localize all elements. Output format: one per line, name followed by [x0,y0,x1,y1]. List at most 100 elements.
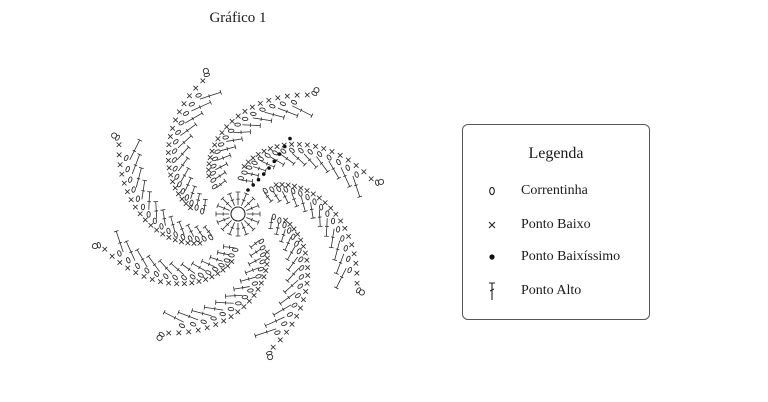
slip-stitch [277,152,282,156]
chain-stitch [319,203,324,211]
diagram-content [91,67,385,361]
double-crochet-stitch [123,240,136,261]
chain-stitch [251,160,258,166]
single-crochet-stitch [368,176,374,182]
double-crochet-stitch [241,192,249,206]
double-crochet-stitch [291,193,300,208]
double-crochet-stitch [309,202,316,219]
single-crochet-stitch [241,163,247,170]
chain-stitch [197,272,204,278]
single-crochet-stitch [235,309,241,315]
single-crochet-stitch [294,313,300,319]
double-crochet-stitch [300,196,308,213]
single-crochet-stitch [172,185,178,191]
double-crochet-stitch [328,228,335,249]
chain-stitch [214,149,221,154]
chain-stitch [235,301,242,306]
double-crochet-stitch [129,138,143,160]
single-crochet-stitch [303,288,309,295]
chain-stitch [264,153,271,158]
double-crochet-stitch [168,215,176,232]
chain-stitch [262,187,268,194]
double-crochet-stitch [285,246,296,262]
double-crochet-stitch [286,256,298,272]
double-crochet-stitch [246,217,260,225]
single-crochet-stitch [174,281,180,287]
legend-title: Legenda [528,145,584,162]
chain-stitch [153,271,159,277]
double-crochet-t-icon [481,281,503,301]
chain-stitch [343,245,348,252]
single-crochet-stitch [345,157,351,163]
chain-stitch [159,223,164,230]
legend-box: Legenda Correntinha Ponto Baixo Ponto Ba… [462,124,650,320]
double-crochet-stitch [281,191,291,205]
chain-stitch [163,273,169,280]
double-crochet-stitch [202,198,208,211]
picot-stitch [267,353,274,361]
single-crochet-stitch [337,152,343,158]
single-crochet-stitch [251,292,257,298]
double-crochet-stitch [190,261,206,272]
single-crochet-stitch [316,195,322,201]
double-crochet-stitch [334,253,345,275]
double-crochet-stitch [264,111,285,120]
single-crochet-stitch [354,270,360,276]
slip-stitch [256,177,261,182]
single-crochet-stitch [287,221,293,227]
double-crochet-stitch [180,166,191,182]
chain-stitch [140,203,146,211]
chain-stitch [152,217,157,225]
single-crochet-stitch [305,272,311,278]
single-crochet-stitch [213,321,219,328]
single-crochet-stitch [270,344,276,350]
double-crochet-stitch [328,160,342,180]
double-crochet-stitch [254,328,277,339]
chain-stitch [271,213,276,221]
single-crochet-stitch [300,297,307,303]
picot-stitch [377,178,385,185]
chain-stitch [269,186,275,193]
chain-stitch [290,99,298,105]
single-crochet-stitch [235,113,241,119]
chain-stitch [194,204,199,211]
single-crochet-stitch [215,270,221,277]
legend-item-double-crochet: Ponto Alto [481,281,581,301]
single-crochet-stitch [169,125,176,131]
single-crochet-stitch [304,142,310,148]
single-crochet-stitch [196,278,202,285]
double-crochet-stitch [215,161,229,171]
cross-x-icon [481,215,503,235]
chain-stitch [195,93,202,98]
double-crochet-stitch [278,292,296,306]
double-crochet-stitch [227,192,235,206]
chain-stitch [257,266,265,272]
single-crochet-stitch [167,172,174,178]
double-crochet-stitch [217,152,232,161]
single-crochet-stitch [353,260,359,266]
double-crochet-stitch [134,248,148,268]
double-crochet-stitch [160,209,167,226]
single-crochet-stitch [304,188,310,194]
single-crochet-stitch [172,237,178,243]
single-crochet-stitch [266,97,272,103]
chart-title: Gráfico 1 [209,10,267,26]
chain-stitch [211,184,218,190]
chain-stitch [123,154,129,162]
double-crochet-stitch [272,304,292,318]
single-crochet-stitch [176,109,182,115]
chain-stitch [305,193,310,201]
double-crochet-stitch [235,191,241,205]
double-crochet-stitch [340,167,353,188]
single-crochet-stitch [117,162,123,168]
single-crochet-stitch [294,92,300,98]
chain-stitch [336,159,341,166]
single-crochet-stitch [338,218,344,224]
chain-stitch [299,265,305,271]
slip-stitch [251,183,256,187]
chain-stitch [210,316,217,321]
double-crochet-stitch [216,250,230,256]
chain-stitch [330,217,336,225]
chain-stitch [298,256,304,263]
chain-stitch [283,186,289,193]
